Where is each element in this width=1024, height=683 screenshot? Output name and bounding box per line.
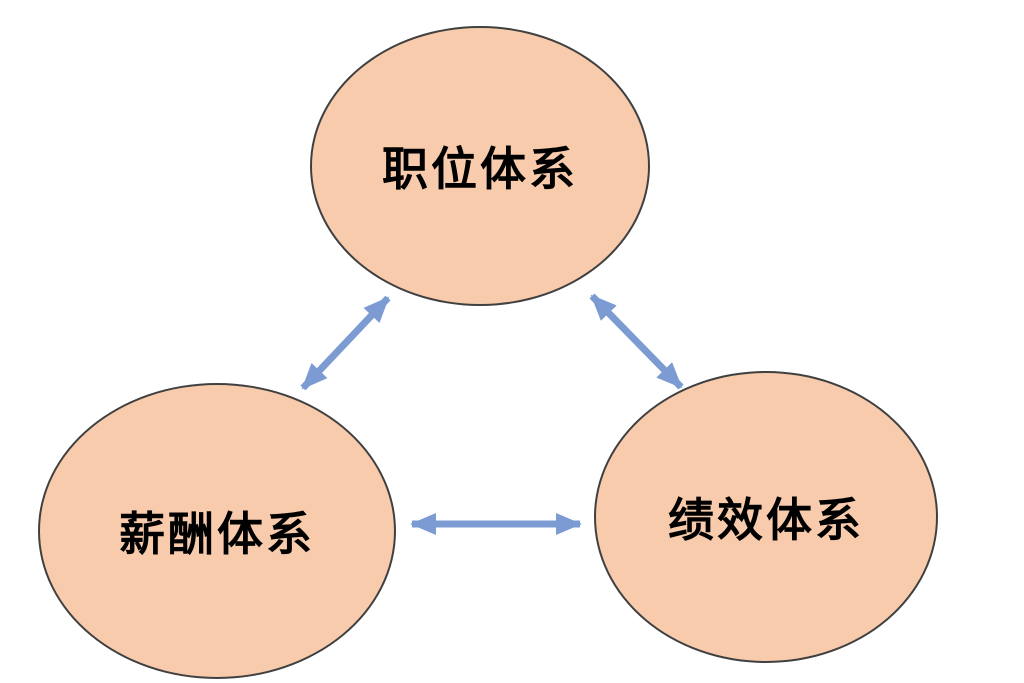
node-position-system-label: 职位体系 [382, 144, 578, 195]
node-compensation-system-label: 薪酬体系 [119, 509, 315, 560]
arrow-position-performance [589, 293, 684, 390]
node-performance-system-label: 绩效体系 [668, 495, 864, 546]
arrow-position-compensation [300, 295, 391, 391]
node-position-system: 职位体系 [310, 26, 650, 306]
node-performance-system: 绩效体系 [594, 371, 938, 663]
node-compensation-system: 薪酬体系 [38, 383, 396, 679]
